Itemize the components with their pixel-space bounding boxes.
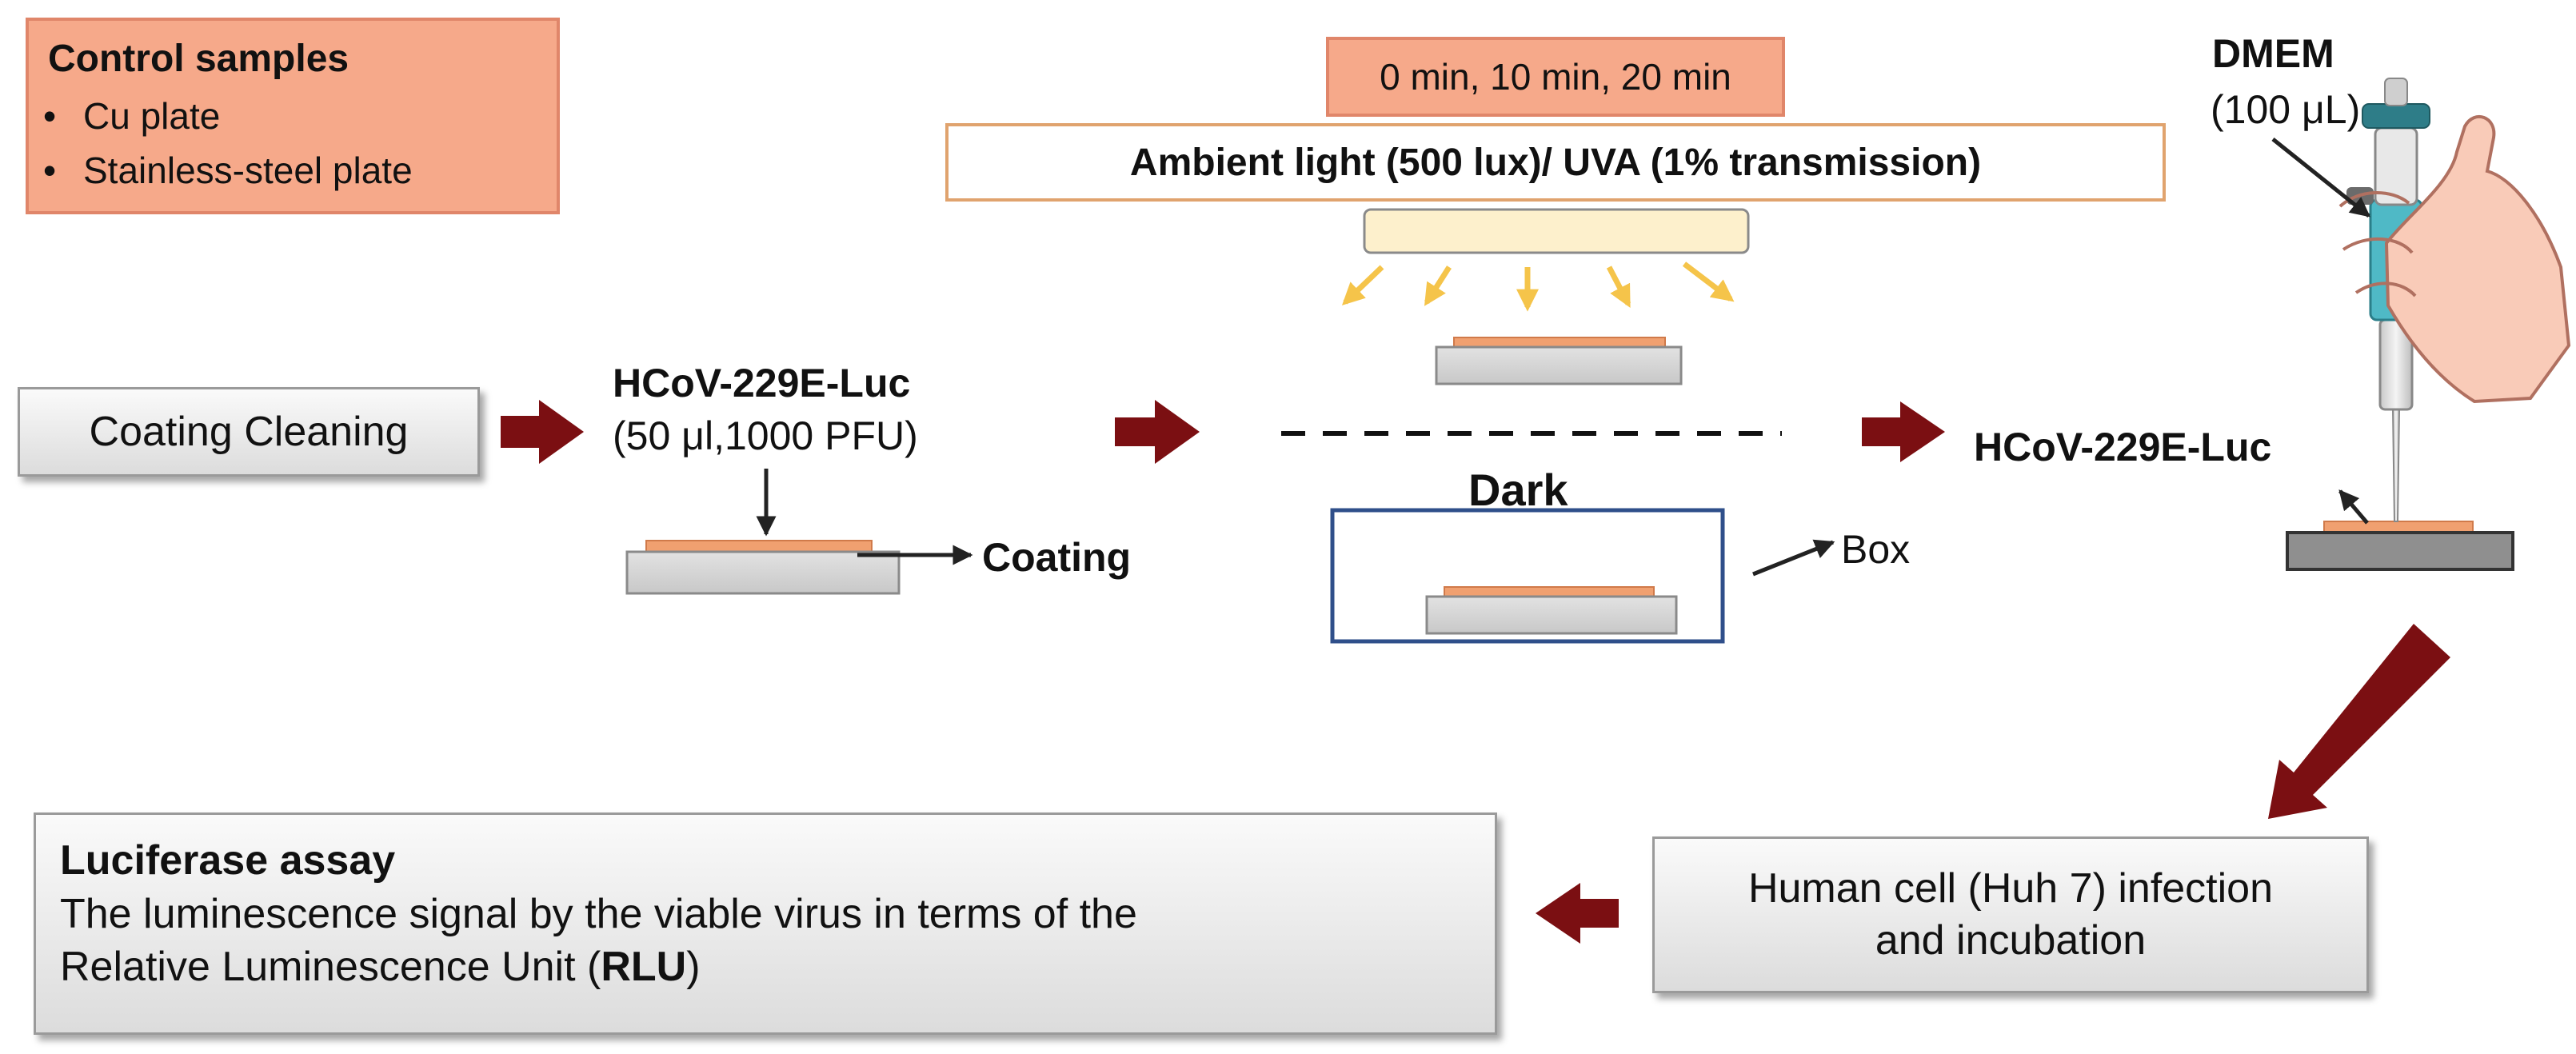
process-arrow-1 — [501, 400, 584, 464]
infection-line2: and incubation — [1875, 917, 2147, 964]
light-condition-box: Ambient light (500 lux)/ UVA (1% transmi… — [945, 123, 2166, 202]
coating-cleaning-box: Coating Cleaning — [18, 387, 480, 477]
dark-sample-plate-icon — [1425, 586, 1678, 635]
inoculated-plate-icon — [625, 540, 901, 595]
process-arrow-2 — [1115, 400, 1200, 464]
luciferase-assay-box: Luciferase assay The luminescence signal… — [34, 812, 1497, 1035]
light-rays-icon — [1341, 262, 1735, 312]
infection-step-box: Human cell (Huh 7) infection and incubat… — [1652, 836, 2369, 993]
bullet-icon: • — [43, 150, 57, 191]
virus-dose-label: (50 μl,1000 PFU) — [613, 413, 918, 458]
process-arrow-4 — [2268, 624, 2450, 819]
recovered-virus-pointer-arrow — [2338, 489, 2369, 525]
coating-label: Coating — [982, 535, 1132, 580]
luciferase-line2: Relative Luminescence Unit (RLU) — [60, 944, 701, 991]
infection-line1: Human cell (Huh 7) infection — [1747, 865, 2274, 912]
process-arrows — [501, 400, 2450, 944]
dark-label: Dark — [1468, 465, 1568, 515]
recovered-virus-label: HCoV-229E-Luc — [1974, 425, 2272, 469]
bullet-icon: • — [43, 95, 57, 137]
luciferase-title: Luciferase assay — [60, 837, 396, 884]
control-samples-box: Control samples •Cu plate •Stainless-ste… — [26, 18, 560, 214]
hand-icon — [2338, 114, 2571, 404]
luciferase-line1: The luminescence signal by the viable vi… — [60, 890, 1137, 937]
box-pointer-arrow — [1752, 539, 1835, 577]
process-arrow-5 — [1536, 883, 1619, 944]
control-samples-title: Control samples — [48, 38, 349, 80]
control-sample-item: •Stainless-steel plate — [43, 150, 413, 191]
dmem-pointer-arrow — [2271, 138, 2370, 218]
dmem-label: DMEM — [2212, 31, 2334, 76]
dmem-volume-label: (100 μL) — [2211, 87, 2361, 132]
virus-name-label: HCoV-229E-Luc — [613, 361, 911, 405]
box-label: Box — [1841, 527, 1911, 572]
lit-sample-plate-icon — [1435, 337, 1683, 385]
control-sample-item: •Cu plate — [43, 95, 221, 137]
exposure-times-box: 0 min, 10 min, 20 min — [1326, 37, 1785, 117]
control-samples-list: •Cu plate •Stainless-steel plate — [43, 94, 413, 203]
recovery-plate-icon — [2286, 521, 2514, 571]
process-arrow-3 — [1862, 401, 1945, 462]
lamp-icon — [1363, 208, 1750, 254]
